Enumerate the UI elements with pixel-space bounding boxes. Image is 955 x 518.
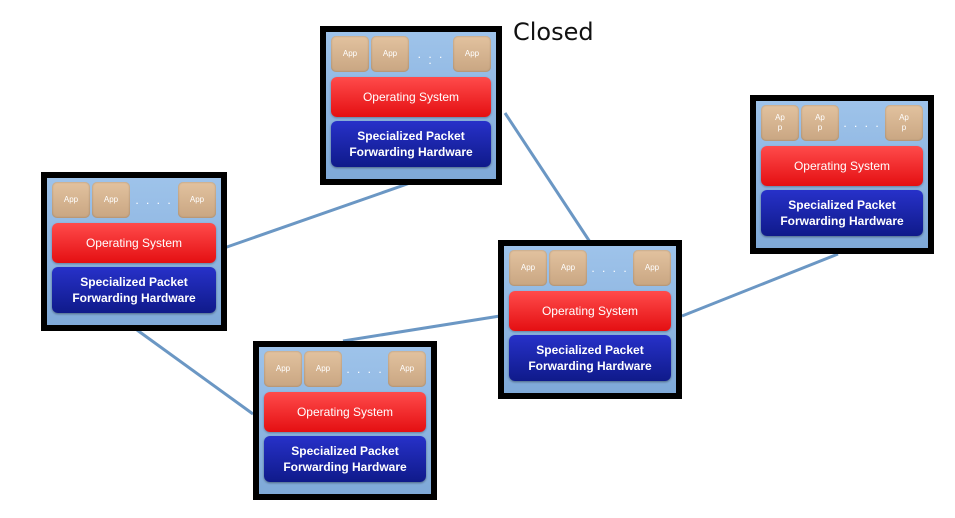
switch-left: App App . . . . App Operating System Spe…	[41, 172, 227, 331]
app-box: App	[178, 182, 216, 218]
app-box: App	[388, 351, 426, 387]
apps-row: App App . . . . App	[52, 182, 216, 218]
ellipsis-dots: . . . .	[346, 362, 384, 376]
forwarding-hardware-layer: Specialized Packet Forwarding Hardware	[509, 335, 671, 381]
app-box: App	[331, 36, 369, 72]
switch-top: App App . . . . App Operating System Spe…	[320, 26, 502, 185]
switch-panel: Ap p Ap p . . . . Ap p Operating System …	[756, 101, 928, 248]
switch-panel: App App . . . . App Operating System Spe…	[259, 347, 431, 494]
ellipsis-dots: . . . .	[591, 261, 629, 275]
app-box: Ap p	[885, 105, 923, 141]
operating-system-layer: Operating System	[52, 223, 216, 263]
apps-row: Ap p Ap p . . . . Ap p	[761, 105, 923, 141]
ellipsis-dots: . . . .	[843, 116, 881, 130]
ellipsis-dots: . . . .	[417, 47, 445, 67]
app-box: App	[633, 250, 671, 286]
switch-right: Ap p Ap p . . . . Ap p Operating System …	[750, 95, 934, 254]
switch-center: App App . . . . App Operating System Spe…	[498, 240, 682, 399]
operating-system-layer: Operating System	[264, 392, 426, 432]
diagram-title: Closed	[513, 18, 594, 46]
switch-panel: App App . . . . App Operating System Spe…	[504, 246, 676, 393]
apps-row: App App . . . . App	[264, 351, 426, 387]
app-box: App	[264, 351, 302, 387]
forwarding-hardware-layer: Specialized Packet Forwarding Hardware	[52, 267, 216, 313]
app-box: Ap p	[801, 105, 839, 141]
link-bottom-center	[342, 314, 501, 343]
switch-panel: App App . . . . App Operating System Spe…	[47, 178, 221, 325]
app-box: App	[371, 36, 409, 72]
app-box: App	[509, 250, 547, 286]
link-top-center	[503, 112, 592, 243]
app-box: App	[92, 182, 130, 218]
forwarding-hardware-layer: Specialized Packet Forwarding Hardware	[264, 436, 426, 482]
operating-system-layer: Operating System	[509, 291, 671, 331]
app-box: App	[453, 36, 491, 72]
operating-system-layer: Operating System	[331, 77, 491, 117]
link-left-top	[223, 181, 411, 250]
switch-panel: App App . . . . App Operating System Spe…	[326, 32, 496, 179]
app-box: App	[549, 250, 587, 286]
app-box: App	[304, 351, 342, 387]
app-box: App	[52, 182, 90, 218]
forwarding-hardware-layer: Specialized Packet Forwarding Hardware	[761, 190, 923, 236]
forwarding-hardware-layer: Specialized Packet Forwarding Hardware	[331, 121, 491, 167]
apps-row: App App . . . . App	[509, 250, 671, 286]
switch-bottom: App App . . . . App Operating System Spe…	[253, 341, 437, 500]
link-left-bottom	[136, 328, 254, 416]
ellipsis-dots: . . . .	[135, 193, 173, 207]
operating-system-layer: Operating System	[761, 146, 923, 186]
link-center-right	[681, 252, 839, 318]
apps-row: App App . . . . App	[331, 36, 491, 72]
app-box: Ap p	[761, 105, 799, 141]
